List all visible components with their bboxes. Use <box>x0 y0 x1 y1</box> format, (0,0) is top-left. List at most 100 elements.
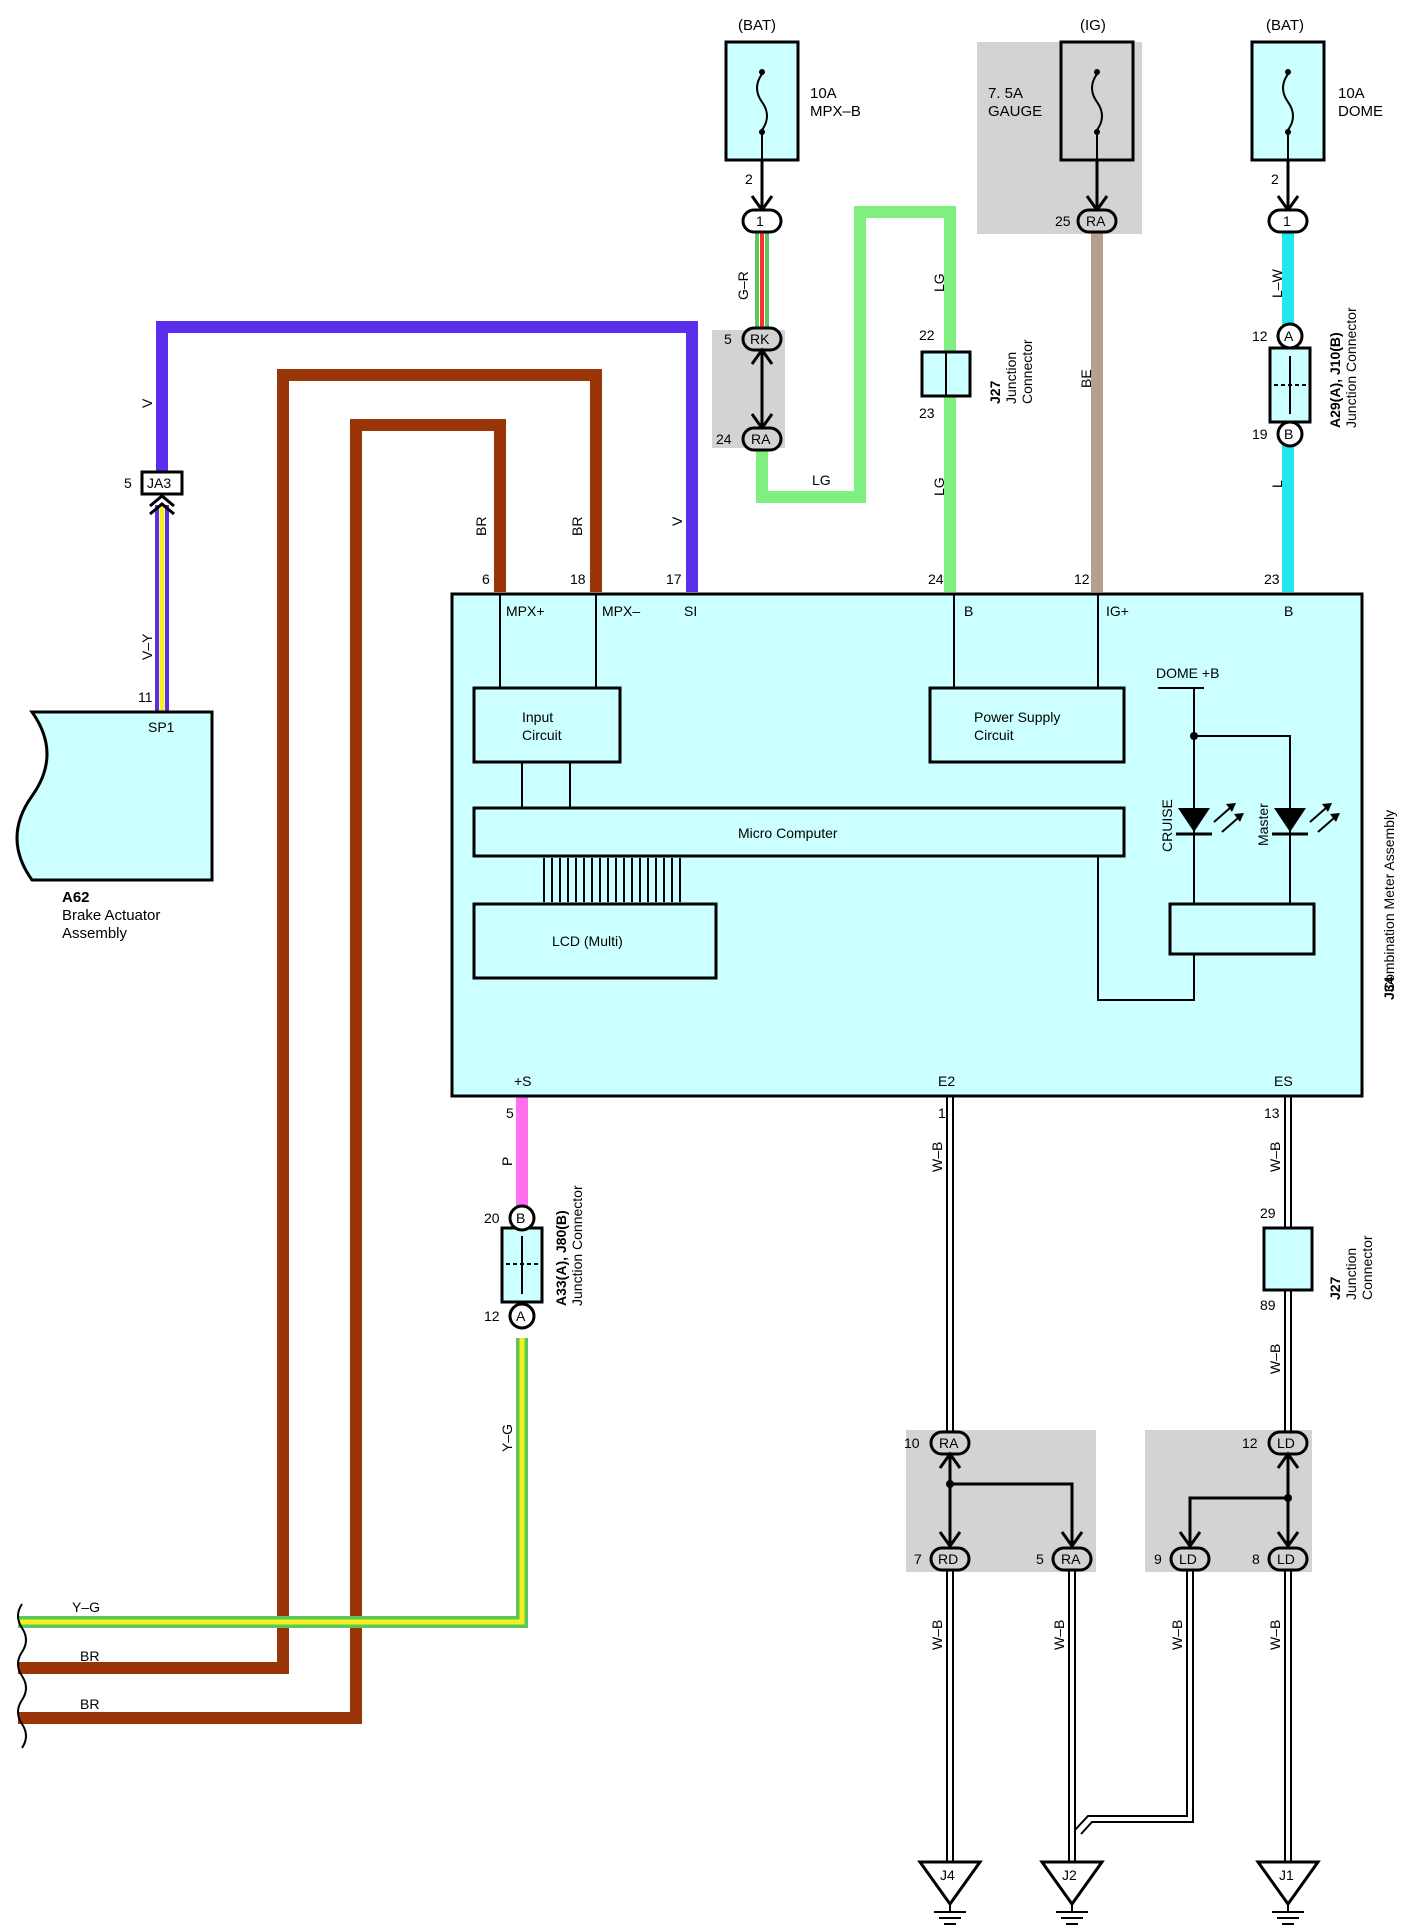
wire-label: V–Y <box>139 633 155 660</box>
svg-text:5: 5 <box>506 1105 514 1121</box>
wire-label: W–B <box>1267 1142 1283 1172</box>
wire-label: V <box>669 516 685 526</box>
svg-text:8: 8 <box>1252 1551 1260 1567</box>
connector-oval: RA 5 <box>1036 1546 1093 1572</box>
svg-text:18: 18 <box>570 571 586 587</box>
wire-label: LG <box>931 477 947 496</box>
wire-label: W–B <box>1267 1620 1283 1650</box>
svg-text:A: A <box>516 1308 526 1324</box>
fuse-gauge: (IG) 7. 5A GAUGE <box>988 17 1135 162</box>
combination-meter-assembly: 6 18 17 24 12 23 MPX+ MPX– SI B IG+ B +S… <box>450 571 1364 1121</box>
svg-text:A: A <box>1284 328 1294 344</box>
wire-label: L–W <box>1269 268 1285 298</box>
input-circuit <box>472 686 622 764</box>
svg-text:6: 6 <box>482 571 490 587</box>
wire-label: BR <box>473 517 489 536</box>
svg-text:JA3: JA3 <box>147 475 171 491</box>
connector-oval: 1 <box>741 208 783 234</box>
svg-text:SI: SI <box>684 603 697 619</box>
svg-text:24: 24 <box>716 431 732 447</box>
svg-text:22: 22 <box>919 327 935 343</box>
svg-text:RA: RA <box>1086 213 1106 229</box>
wire-label: BR <box>80 1696 99 1712</box>
connector-oval: RD 7 <box>914 1546 971 1572</box>
wire-label: Y–G <box>499 1424 515 1452</box>
svg-text:LD: LD <box>1277 1435 1295 1451</box>
svg-text:B: B <box>964 603 973 619</box>
fuse-dome: (BAT) 10A DOME <box>1250 17 1383 162</box>
svg-text:Junction Connector: Junction Connector <box>569 1185 585 1306</box>
svg-text:12: 12 <box>1074 571 1090 587</box>
svg-text:IG+: IG+ <box>1106 603 1129 619</box>
pin-label: 2 <box>745 171 753 187</box>
connector-oval: LD 8 <box>1252 1546 1309 1572</box>
connector-oval: RK 5 <box>724 326 783 352</box>
svg-text:11: 11 <box>138 689 153 705</box>
svg-text:Junction Connector: Junction Connector <box>1343 307 1359 428</box>
fuse-rating: 7. 5A <box>988 85 1023 102</box>
svg-text:5: 5 <box>724 331 732 347</box>
wire-label: P <box>499 1157 515 1166</box>
master-indicator-led: Master <box>1255 803 1340 846</box>
svg-text:Input: Input <box>522 709 553 725</box>
power-supply-circuit <box>928 686 1126 764</box>
wire-label: L <box>1269 480 1285 488</box>
wire-label: BR <box>569 517 585 536</box>
wire-label: BR <box>80 1648 99 1664</box>
connector-oval: RA 10 <box>904 1430 971 1456</box>
wire-label: W–B <box>1051 1620 1067 1650</box>
svg-text:12: 12 <box>484 1308 500 1324</box>
meter-id: J34 <box>1381 976 1397 1000</box>
svg-text:Assembly: Assembly <box>62 925 128 942</box>
svg-text:Junction: Junction <box>1003 352 1019 404</box>
svg-text:MPX+: MPX+ <box>506 603 545 619</box>
pin-label: 25 <box>1055 213 1071 229</box>
svg-text:Circuit: Circuit <box>974 727 1014 743</box>
svg-text:Junction: Junction <box>1343 1248 1359 1300</box>
svg-text:Connector: Connector <box>1359 1235 1375 1300</box>
fuse-mpx-b: (BAT) 10A MPX–B <box>724 17 861 162</box>
svg-text:9: 9 <box>1154 1551 1162 1567</box>
junction-connector-j27: 22 23 J27 Junction Connector <box>919 327 1035 421</box>
svg-text:J27: J27 <box>987 380 1003 404</box>
wire-label: LG <box>812 472 831 488</box>
svg-text:7: 7 <box>914 1551 922 1567</box>
svg-text:23: 23 <box>1264 571 1280 587</box>
svg-text:A33(A), J80(B): A33(A), J80(B) <box>553 1210 569 1306</box>
svg-text:Micro Computer: Micro Computer <box>738 825 838 841</box>
svg-text:A62: A62 <box>62 889 90 906</box>
connector-oval: 1 <box>1267 208 1309 234</box>
connector-ja3: JA3 5 <box>124 470 184 516</box>
svg-text:LCD (Multi): LCD (Multi) <box>552 933 623 949</box>
fuse-power-label: (IG) <box>1080 17 1106 34</box>
fuse-rating: 10A <box>1338 85 1365 102</box>
svg-text:1: 1 <box>938 1105 946 1121</box>
fuse-power-label: (BAT) <box>738 17 776 34</box>
wire-label: W–B <box>929 1142 945 1172</box>
master-label: Master <box>1255 803 1271 846</box>
svg-text:RD: RD <box>938 1551 958 1567</box>
svg-text:1: 1 <box>756 213 764 229</box>
svg-text:10: 10 <box>904 1435 920 1451</box>
svg-text:1: 1 <box>1283 213 1291 229</box>
svg-text:+S: +S <box>514 1073 532 1089</box>
svg-text:12: 12 <box>1252 328 1268 344</box>
junction-connector-j27: 29 89 J27 Junction Connector <box>1260 1205 1375 1313</box>
junction-connector-a33: B 20 A 12 A33(A), J80(B) Junction Connec… <box>484 1185 585 1330</box>
svg-text:LD: LD <box>1277 1551 1295 1567</box>
cruise-indicator-led: CRUISE <box>1159 799 1244 852</box>
svg-text:A29(A), J10(B): A29(A), J10(B) <box>1327 332 1343 428</box>
svg-text:5: 5 <box>1036 1551 1044 1567</box>
svg-text:E2: E2 <box>938 1073 955 1089</box>
svg-text:MPX–: MPX– <box>602 603 640 619</box>
wire-break-mark <box>17 1603 27 1749</box>
lcd-multi <box>472 902 718 980</box>
svg-text:B: B <box>1284 603 1293 619</box>
svg-text:B: B <box>516 1210 525 1226</box>
svg-text:89: 89 <box>1260 1297 1276 1313</box>
pin-label: 2 <box>1271 171 1279 187</box>
svg-text:RA: RA <box>1061 1551 1081 1567</box>
fuse-power-label: (BAT) <box>1266 17 1304 34</box>
wire-v <box>156 321 698 592</box>
wire-label: Y–G <box>72 1599 100 1615</box>
